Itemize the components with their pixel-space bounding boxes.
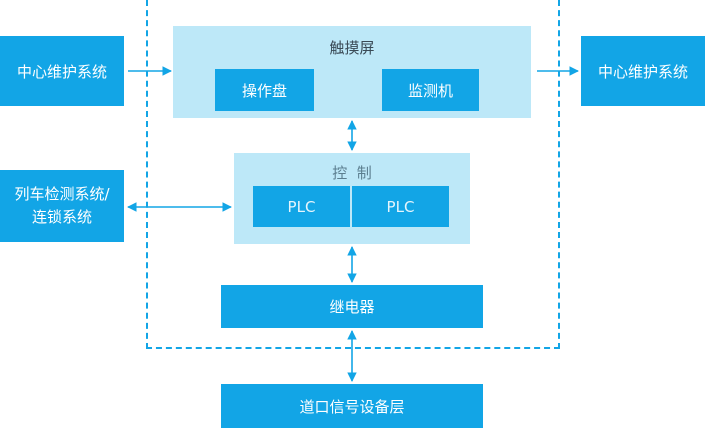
train-detection-box: 列车检测系统/ 连锁系统 [0,170,124,242]
left-central-maintenance-label: 中心维护系统 [16,62,107,81]
plc-box-1: PLC [253,186,350,227]
relay-box: 继电器 [221,285,483,328]
right-central-maintenance-box: 中心维护系统 [581,36,705,106]
monitor-box: 监测机 [382,69,479,111]
operation-panel-box: 操作盘 [215,69,314,111]
right-central-maintenance-label: 中心维护系统 [597,62,688,81]
plc-label-2: PLC [386,197,415,216]
left-central-maintenance-box: 中心维护系统 [0,36,124,106]
touchscreen-title: 触摸屏 [329,39,375,57]
relay-label: 继电器 [329,298,375,316]
monitor-label: 监测机 [407,81,453,100]
control-title: 控 制 [332,164,372,182]
train-detection-label-line2: 连锁系统 [31,208,92,226]
signal-equipment-layer-box: 道口信号设备层 [221,384,483,428]
operation-panel-label: 操作盘 [241,81,287,100]
plc-label-1: PLC [287,197,316,216]
train-detection-label-line1: 列车检测系统/ [14,185,110,203]
plc-box-2: PLC [352,186,449,227]
signal-equipment-layer-label: 道口信号设备层 [299,397,405,416]
